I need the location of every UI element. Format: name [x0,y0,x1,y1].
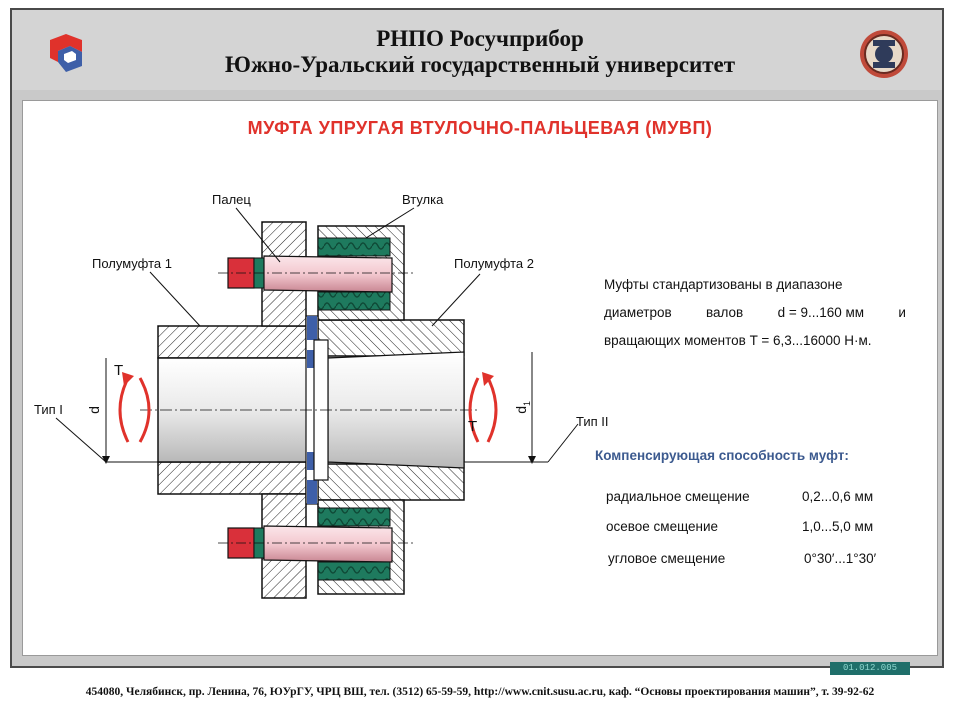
label-d: d [85,406,102,414]
slide-title: МУФТА УПРУГАЯ ВТУЛОЧНО-ПАЛЬЦЕВАЯ (МУВП) [247,118,713,138]
label-palets: Палец [212,192,251,207]
compensation-heading: Компенсирующая способность муфт: [595,448,849,463]
desc-line2: диаметров валов d = 9...160 мм и [604,305,906,320]
desc-line3: вращающих моментов T = 6,3...16000 Н·м. [604,333,872,348]
label-half2: Полумуфта 2 [454,256,534,271]
header-bar [12,10,942,90]
comp-row-label: осевое смещение [606,519,719,534]
desc-line1: Муфты стандартизованы в диапазоне [604,277,843,292]
comp-row-value: 1,0...5,0 мм [802,519,874,534]
lower-pin [218,507,416,581]
rnpo-logo-icon [50,34,82,72]
comp-row-value: 0°30′...1°30′ [804,551,877,566]
comp-row-label: радиальное смещение [606,489,750,504]
desc-line2-b: валов [705,305,744,320]
slide-code: 01.012.005 [830,662,910,675]
footer-contact: 454080, Челябинск, пр. Ленина, 76, ЮУрГУ… [85,686,875,698]
desc-line2-a: диаметров [604,305,672,320]
comp-row-label: угловое смещение [608,551,726,566]
org-subtitle: Южно-Уральский государственный университ… [224,52,736,77]
label-d1: d1 [513,400,532,414]
label-type2: Тип II [576,414,609,429]
org-title: РНПО Росучприбор [376,26,584,51]
label-type1: Тип I [34,402,63,417]
label-vtulka: Втулка [402,192,444,207]
comp-row-value: 0,2...0,6 мм [802,489,874,504]
desc-line2-d: и [898,305,906,320]
university-emblem-icon [860,30,908,78]
upper-pin [218,237,416,311]
label-torque-left: T [114,362,124,379]
desc-line2-c: d = 9...160 мм [777,305,865,320]
label-half1: Полумуфта 1 [92,256,172,271]
label-torque-right: T [468,418,478,435]
